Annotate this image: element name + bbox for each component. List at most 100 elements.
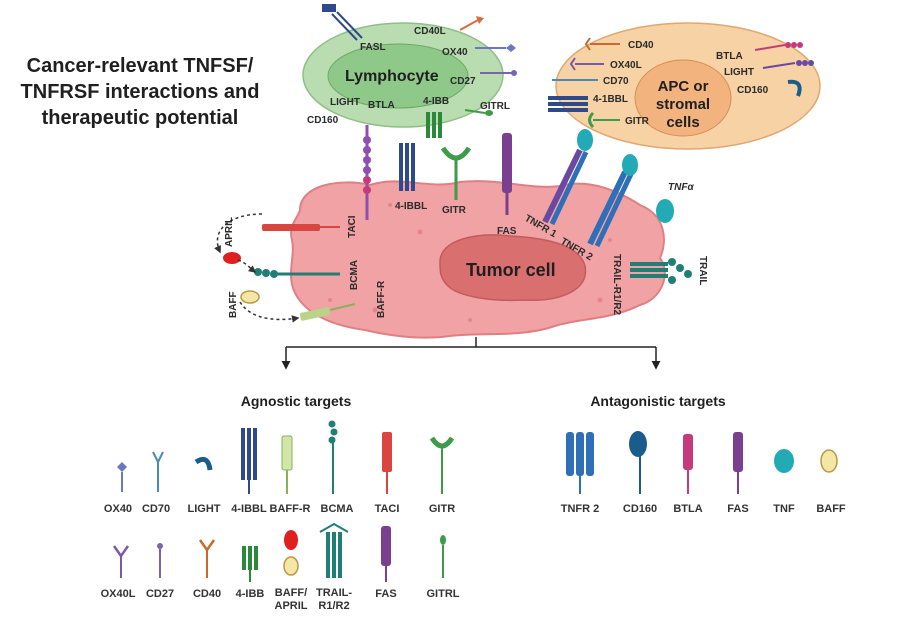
bcma-icon (328, 420, 338, 494)
apc-stromal-cell: APC or stromal cells (548, 22, 821, 150)
apc-label-4-1bbl: 4-1BBL (593, 94, 628, 105)
4-1bb-receptor-icon (426, 112, 442, 138)
4-1bbl-ligand-icon (548, 96, 588, 112)
gitr-receptor-icon (588, 111, 620, 129)
tumor-label-baff: BAFF (228, 291, 239, 318)
lymphocyte-cell: Lymphocyte FASL CD40L OX4 (302, 4, 517, 138)
lymph-label-cd40l: CD40L (414, 26, 446, 37)
antagonistic-label-tnfr2: TNFR 2 (561, 503, 600, 515)
apc-label-line-1: APC or (658, 78, 709, 95)
trail-receptor-tumor-icon (630, 258, 692, 284)
fas-icon-row2 (381, 526, 391, 582)
agnostic-label-bcma: BCMA (321, 503, 354, 515)
tumor-label-4-1bbl: 4-IBBL (395, 201, 427, 212)
4-1bbl-tumor-icon (399, 143, 415, 191)
ox40l-ligand-icon (569, 57, 604, 71)
apc-label-line-2: stromal (656, 96, 710, 113)
apc-label-cd160: CD160 (737, 85, 769, 96)
figure-title: Cancer-relevant TNFSF/ TNFRSF interactio… (21, 55, 260, 129)
baff-r-icon (281, 435, 293, 494)
tumor-label-tnfa: TNFα (668, 182, 694, 193)
apc-label-line-3: cells (666, 114, 699, 131)
tnf-alpha-icon (656, 199, 674, 223)
apc-label-cd70: CD70 (603, 76, 629, 87)
taci-icon (382, 432, 392, 494)
btla-icon (683, 434, 693, 494)
apc-label-light: LIGHT (724, 67, 754, 78)
antagonistic-label-tnf: TNF (773, 503, 795, 515)
lymph-label-btla: BTLA (368, 100, 395, 111)
tnfr1-tumor-icon (542, 129, 593, 226)
agnostic-label-ox40: OX40 (104, 503, 132, 515)
tumor-label-trail-r: TRAIL-R1/R2 (611, 254, 622, 316)
tnfr2-icon (566, 432, 594, 494)
gitrl-ligand-icon (464, 109, 493, 116)
4-1bbl-icon (241, 428, 257, 494)
baff-april-icon (283, 530, 299, 576)
btla-receptor-icon (754, 42, 803, 51)
4-1bb-icon (242, 546, 258, 582)
agnostic-label-gitr: GITR (429, 503, 455, 515)
antagonistic-label-fas: FAS (727, 503, 748, 515)
antagonistic-label-cd160: CD160 (623, 503, 657, 515)
cd27-receptor-icon (480, 70, 517, 76)
title-line-1: Cancer-relevant TNFSF/ (27, 55, 254, 77)
baff-icon (820, 449, 838, 473)
fasl-ligand-icon (322, 4, 363, 41)
taci-tumor-icon (262, 224, 340, 231)
baff-ligand-icon (240, 290, 260, 304)
lymph-label-ox40: OX40 (442, 47, 468, 58)
fas-tumor-icon (502, 133, 512, 215)
tumor-label-bcma: BCMA (349, 260, 360, 290)
ox40-receptor-icon (475, 44, 516, 52)
agnostic-label-r1r2: R1/R2 (318, 600, 349, 612)
baffr-tumor-icon (299, 303, 356, 321)
title-line-3: therapeutic potential (42, 107, 239, 129)
april-taci-arrow (214, 213, 263, 254)
gitr-tumor-icon (440, 146, 472, 200)
agnostic-label-4-1bb: 4-IBB (236, 588, 265, 600)
trail-r-icon (319, 522, 349, 578)
baff-baffr-arrow (239, 301, 300, 323)
tumor-label-fas: FAS (497, 226, 517, 237)
gitr-icon (429, 436, 455, 494)
antagonistic-label-baff: BAFF (816, 503, 846, 515)
cd40-icon (198, 539, 216, 578)
tumor-label-trail: TRAIL (697, 256, 708, 285)
tumor-label-baffr: BAFF-R (376, 280, 387, 318)
agnostic-label-baff-r: BAFF-R (270, 503, 311, 515)
cd70-icon (152, 451, 164, 492)
apc-label-ox40l: OX40L (610, 60, 642, 71)
lymphocyte-label: Lymphocyte (345, 68, 439, 85)
tumor-cell: Tumor cell (290, 180, 666, 339)
agnostic-header: Agnostic targets (241, 393, 352, 409)
tumor-label-gitr: GITR (442, 205, 467, 216)
apc-label-cd40: CD40 (628, 40, 654, 51)
cd40-receptor-icon (584, 37, 620, 51)
tnfr2-tumor-icon (587, 154, 638, 248)
light-icon (194, 456, 213, 471)
tumor-receptors: TACI 4-IBBL GITR FAS TNFR 1 TNFR 2 TRAIL… (214, 125, 708, 323)
agnostic-label-trail: TRAIL- (316, 587, 352, 599)
agnostic-label-light: LIGHT (188, 503, 221, 515)
april-bcma-arrow (237, 259, 257, 273)
april-ligand-icon (223, 252, 241, 264)
lymph-label-fasl: FASL (360, 42, 386, 53)
light-btla-connector-icon (363, 125, 371, 220)
agnostic-label-fas: FAS (375, 588, 396, 600)
lymph-label-gitrl: GITRL (480, 101, 510, 112)
cd40l-ligand-icon (459, 16, 484, 31)
agnostic-label-april: APRIL (275, 600, 308, 612)
agnostic-label-cd70: CD70 (142, 503, 170, 515)
tumor-label: Tumor cell (466, 260, 556, 280)
cd160-receptor-icon (787, 79, 802, 97)
agnostic-label-baff: BAFF/ (275, 587, 307, 599)
antagonistic-label-btla: BTLA (673, 503, 702, 515)
ox40-icon (117, 462, 127, 492)
tumor-label-april: APRIL (224, 217, 235, 247)
apc-label-btla: BTLA (716, 51, 743, 62)
agnostic-label-gitrl: GITRL (427, 588, 460, 600)
agnostic-label-ox40l: OX40L (101, 588, 136, 600)
gitrl-icon (440, 535, 446, 578)
